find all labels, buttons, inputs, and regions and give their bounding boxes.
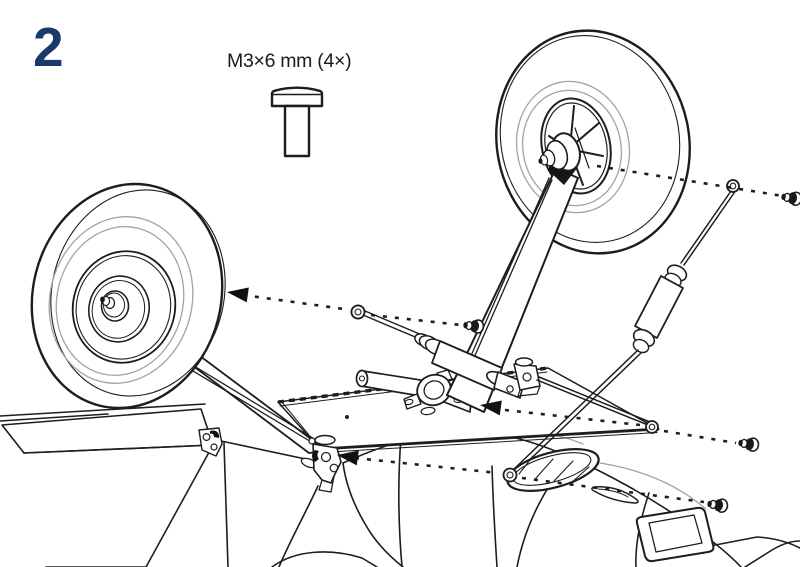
screw [781, 191, 800, 207]
left-axle [100, 295, 116, 310]
lower-rod-eyelet [502, 467, 518, 483]
assembly-guide-lines [242, 164, 784, 504]
mounting-screws [463, 191, 800, 513]
shock-eyelet [350, 304, 366, 320]
lower-retract-rod [536, 376, 659, 434]
hardware-callout-label: M3×6 mm (4×) [227, 50, 352, 72]
left-wheel [30, 182, 226, 410]
access-hatch [635, 506, 715, 563]
step-number: 2 [33, 16, 64, 78]
air-scoop [591, 486, 639, 504]
anchor-bracket-right [513, 357, 541, 397]
upper-retract-rod [512, 179, 740, 474]
screw [738, 437, 760, 452]
assembly-arrows [227, 287, 502, 466]
screw-icon [270, 86, 324, 158]
anchor-bracket-left [300, 434, 342, 493]
right-wheel [495, 29, 691, 255]
door-hinge-bracket [198, 427, 223, 457]
gear-doors [0, 403, 378, 567]
screw [707, 498, 729, 513]
right-wheel-hub [538, 132, 581, 185]
pivot-clamp [403, 369, 453, 410]
screw [463, 319, 485, 334]
